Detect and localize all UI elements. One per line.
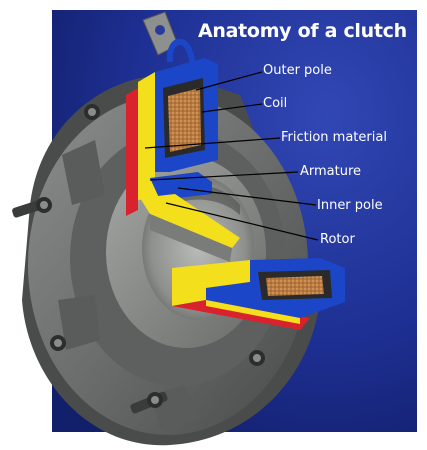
friction-material-upper	[168, 88, 201, 152]
bolt	[130, 391, 168, 414]
bolt	[50, 335, 66, 351]
label-armature: Armature	[300, 164, 362, 179]
leader-line-rotor	[165, 202, 319, 241]
rotor-step-gray	[150, 214, 232, 262]
label-outer-pole: Outer pole	[263, 63, 332, 78]
face-slot	[58, 295, 100, 350]
face-slot	[62, 140, 105, 205]
diagram-title: Anatomy of a clutch	[198, 20, 407, 42]
mounting-hole	[155, 25, 165, 35]
rotor-red-lower	[172, 300, 310, 330]
bolt	[249, 350, 265, 366]
leader-line-armature	[149, 171, 299, 181]
lower-yellow-strip	[206, 300, 300, 324]
friction-material-lower	[266, 276, 324, 296]
label-coil: Coil	[263, 96, 288, 111]
leader-line-friction	[144, 137, 281, 149]
leader-line-inner-pole	[177, 187, 317, 206]
label-inner-pole: Inner pole	[317, 198, 383, 213]
armature-yellow-upper	[138, 72, 175, 200]
label-friction-material: Friction material	[281, 130, 387, 145]
leader-line-coil	[201, 103, 263, 113]
leader-line-outer-pole	[195, 71, 263, 91]
bolt	[12, 197, 52, 218]
lead-wire	[166, 39, 195, 63]
rotor-red-upper	[126, 88, 138, 216]
armature-yellow-lower	[172, 260, 250, 306]
bolt	[84, 104, 100, 120]
rotor-step-upper	[140, 194, 240, 248]
label-rotor: Rotor	[320, 232, 355, 247]
